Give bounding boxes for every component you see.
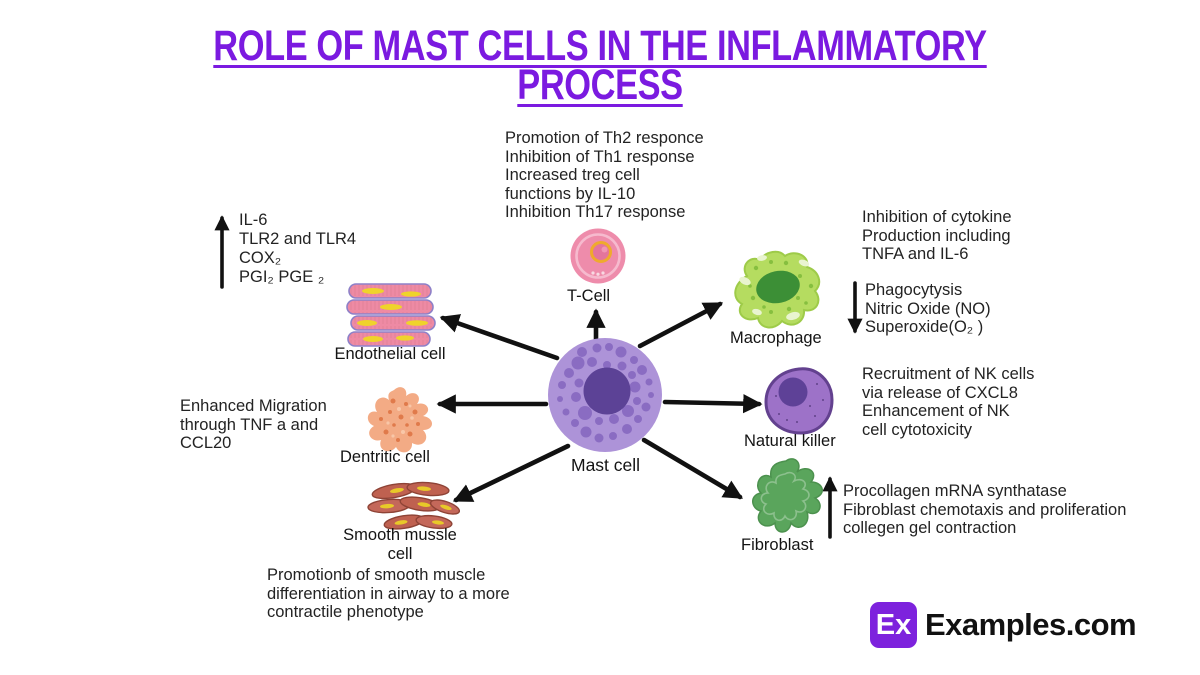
natural-killer-illustration	[764, 367, 834, 435]
endothelial-nuclei	[357, 288, 428, 342]
fibroblast-illustration	[752, 458, 823, 533]
macrophage-note-cytokine: Inhibition of cytokine Production includ…	[862, 208, 1012, 264]
endothelial-cell-illustration	[346, 283, 436, 347]
page-title: ROLE OF MAST CELLS IN THE INFLAMMATORY P…	[0, 22, 1200, 109]
macrophage-vacuoles	[739, 255, 810, 321]
dendritic-note: Enhanced Migration through TNF a and CCL…	[180, 397, 327, 453]
mast-cell-nucleus	[583, 367, 631, 415]
arrow-mast-to-fibroblast	[641, 437, 743, 500]
fibroblast-inner-outline	[760, 471, 810, 522]
arrow-mast-to-endothelial	[439, 314, 560, 361]
examples-logo-text: Examples.com	[925, 607, 1137, 642]
dendritic-cell-label: Dentritic cell	[340, 448, 430, 466]
natural-killer-nucleus	[778, 377, 808, 407]
natural-killer-label: Natural killer	[744, 432, 836, 450]
examples-logo: Ex Examples.com	[870, 602, 1137, 648]
macrophage-label: Macrophage	[730, 329, 822, 347]
dendritic-cell-illustration	[367, 387, 432, 453]
natural-killer-note: Recruitment of NK cells via release of C…	[862, 365, 1035, 439]
page-title-line1: ROLE OF MAST CELLS IN THE INFLAMMATORY	[213, 22, 987, 70]
macrophage-nucleus	[756, 270, 800, 304]
page-title-line2: PROCESS	[517, 61, 683, 109]
dendritic-granules	[379, 398, 420, 442]
arrow-mast-to-smooth-muscle	[452, 443, 571, 503]
t-cell-note: Promotion of Th2 responce Inhibition of …	[505, 129, 704, 222]
macrophage-illustration	[734, 250, 821, 329]
mast-cell-granules	[557, 343, 654, 443]
mast-cell-label: Mast cell	[571, 455, 641, 475]
smooth-muscle-label: Smooth mussle cell	[343, 526, 457, 563]
t-cell-label: T-Cell	[567, 287, 611, 305]
t-cell-illustration	[570, 228, 626, 284]
examples-logo-badge: Ex	[870, 602, 917, 648]
endothelial-note: IL-6 TLR2 and TLR4 COX₂ PGI₂ PGE ₂	[239, 211, 357, 286]
smooth-muscle-fibers	[367, 481, 460, 530]
t-cell-nucleus	[590, 241, 612, 263]
smooth-muscle-note: Promotionb of smooth muscle differentiat…	[267, 566, 510, 622]
fibroblast-note: Procollagen mRNA synthatase Fibroblast c…	[843, 482, 1127, 538]
arrow-mast-to-nk	[662, 394, 763, 414]
mast-cell-illustration	[548, 338, 662, 452]
arrow-mast-to-macrophage	[637, 301, 724, 349]
endothelial-cell-label: Endothelial cell	[334, 345, 446, 363]
macrophage-note-phagocytosis: Phagocytysis Nitric Oxide (NO) Superoxid…	[865, 281, 991, 337]
fibroblast-label: Fibroblast	[741, 536, 814, 554]
smooth-muscle-illustration	[367, 481, 460, 530]
